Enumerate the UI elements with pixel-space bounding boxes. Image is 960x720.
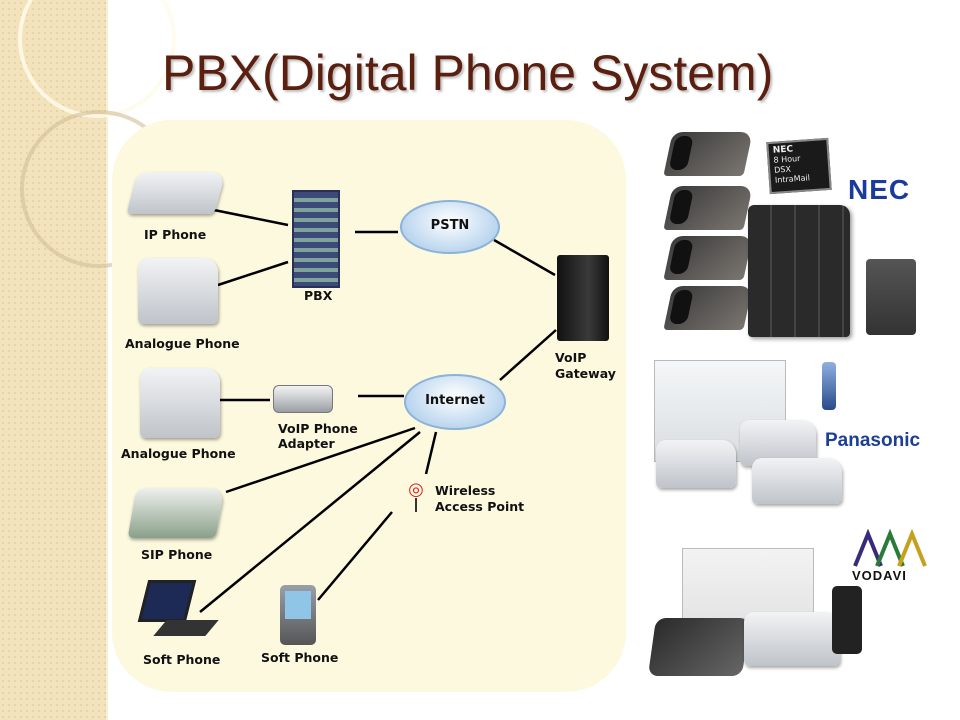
vodavi-phone-image bbox=[647, 618, 751, 676]
vodavi-phone-image bbox=[744, 612, 840, 666]
soft-phone-laptop-label: Soft Phone bbox=[143, 652, 221, 667]
wireless-antenna-icon: ◎ bbox=[406, 481, 426, 514]
soft-phone-pda-label: Soft Phone bbox=[261, 650, 339, 665]
adapter-label-line1: VoIP Phone bbox=[278, 421, 358, 436]
link-analogue-pbx bbox=[217, 260, 289, 287]
panasonic-phone-image bbox=[752, 458, 842, 504]
internet-label: Internet bbox=[425, 393, 485, 408]
gateway-label-line1: VoIP bbox=[555, 350, 587, 365]
link-internet-ap bbox=[424, 431, 438, 475]
panasonic-logo: Panasonic bbox=[825, 430, 921, 451]
wireless-label-line2: Access Point bbox=[435, 499, 525, 514]
analogue-phone-2-label: Analogue Phone bbox=[121, 446, 236, 461]
nec-wireless-unit-image bbox=[866, 259, 916, 335]
strip-edge bbox=[106, 0, 108, 720]
link-internet-laptop bbox=[199, 431, 421, 613]
nec-phone-image bbox=[663, 236, 753, 280]
pda-icon bbox=[280, 585, 316, 645]
nec-logo: NEC bbox=[848, 174, 911, 205]
link-pstn-gateway bbox=[493, 238, 556, 277]
analogue-phone-icon bbox=[140, 368, 220, 438]
vodavi-cordless-phone-image bbox=[832, 586, 862, 654]
vodavi-logo-mark bbox=[852, 528, 930, 568]
link-ap-pda bbox=[317, 511, 393, 601]
vodavi-logo: VODAVI bbox=[852, 568, 907, 583]
nec-phone-image bbox=[663, 286, 753, 330]
nec-phone-image bbox=[663, 132, 753, 176]
voip-gateway-server-icon bbox=[557, 255, 609, 341]
pbx-rack-icon bbox=[292, 190, 340, 288]
card-text: IntraMail bbox=[774, 173, 811, 185]
link-internet-sip bbox=[225, 426, 416, 494]
sip-phone-label: SIP Phone bbox=[141, 547, 213, 562]
panasonic-cordless-phone-image bbox=[822, 362, 836, 410]
pstn-label: PSTN bbox=[430, 218, 470, 233]
gateway-label-line2: Gateway bbox=[555, 366, 616, 381]
analogue-phone-1-label: Analogue Phone bbox=[125, 336, 240, 351]
wireless-label-line1: Wireless bbox=[435, 483, 496, 498]
panasonic-phone-image bbox=[656, 440, 736, 488]
nec-phone-image bbox=[663, 186, 753, 230]
pstn-cloud: PSTN bbox=[400, 200, 500, 254]
nec-pbx-cabinet-image bbox=[748, 205, 850, 337]
link-ipphone-pbx bbox=[213, 208, 289, 227]
slide-title: PBX(Digital Phone System) bbox=[162, 45, 774, 101]
voip-adapter-icon bbox=[273, 385, 333, 413]
analogue-phone-icon bbox=[138, 258, 218, 324]
ip-phone-icon bbox=[126, 172, 226, 214]
internet-cloud: Internet bbox=[404, 374, 506, 430]
pbx-label: PBX bbox=[304, 288, 333, 303]
link-gateway-internet bbox=[499, 329, 557, 381]
sip-phone-icon bbox=[127, 488, 225, 538]
nec-intramail-card: NEC 8 Hour DSX IntraMail bbox=[766, 137, 832, 195]
ip-phone-label: IP Phone bbox=[144, 227, 207, 242]
adapter-label-line2: Adapter bbox=[278, 436, 335, 451]
